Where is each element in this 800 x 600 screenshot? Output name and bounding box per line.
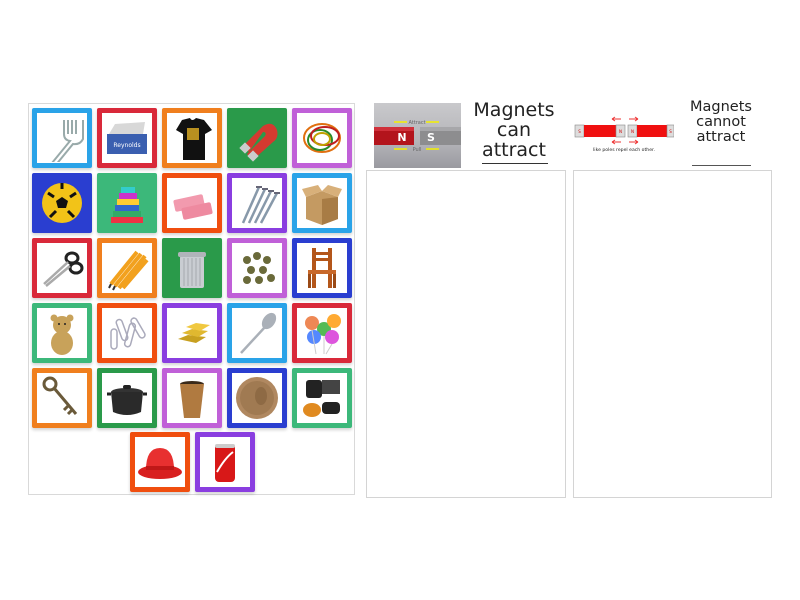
- group-title-line: can attract: [482, 118, 546, 161]
- draggable-tile-paper-cup[interactable]: [162, 368, 222, 428]
- scissors-icon: [38, 244, 86, 292]
- draggable-tile-copper-coin[interactable]: [227, 368, 287, 428]
- svg-text:S: S: [669, 129, 672, 134]
- draggable-tile-red-hat[interactable]: [130, 432, 190, 492]
- chair-icon: [298, 244, 346, 292]
- teddy-bear-icon: [38, 309, 86, 357]
- draggable-tile-sandwich-maker[interactable]: [292, 368, 352, 428]
- group-title-line: Magnets: [690, 99, 752, 115]
- item-pool: Reynolds: [28, 103, 355, 495]
- pencils-icon: [103, 244, 151, 292]
- soda-can-icon: [201, 438, 249, 486]
- draggable-tile-fork[interactable]: [32, 108, 92, 168]
- draggable-tile-eraser[interactable]: [162, 173, 222, 233]
- attract-magnet-image: N S Attract Pull: [374, 103, 461, 168]
- eraser-icon: [168, 179, 216, 227]
- paper-clips-icon: [103, 309, 151, 357]
- horseshoe-magnet-icon: [233, 114, 281, 162]
- svg-text:S: S: [427, 131, 435, 144]
- draggable-tile-t-shirt[interactable]: [162, 108, 222, 168]
- group-title-line: Magnets: [473, 99, 555, 121]
- draggable-tile-wooden-chair[interactable]: [292, 238, 352, 298]
- tshirt-icon: [168, 114, 216, 162]
- draggable-tile-thumbtacks[interactable]: [227, 238, 287, 298]
- foil-box-icon: Reynolds: [103, 114, 151, 162]
- svg-text:S: S: [578, 129, 581, 134]
- bar-magnets-repel-icon: S N N S like poles repel each other.: [574, 116, 674, 153]
- draggable-tile-spoon[interactable]: [227, 303, 287, 363]
- svg-text:N: N: [397, 131, 406, 144]
- draggable-tile-cardboard-box[interactable]: [292, 173, 352, 233]
- group-title-line: attract: [696, 129, 746, 146]
- draggable-tile-nails[interactable]: [227, 173, 287, 233]
- thumbtacks-icon: [233, 244, 281, 292]
- draggable-tile-books[interactable]: [97, 173, 157, 233]
- dropzone-can-attract[interactable]: [366, 170, 566, 498]
- draggable-tile-cast-iron-pot[interactable]: [97, 368, 157, 428]
- draggable-tile-soccer-ball[interactable]: [32, 173, 92, 233]
- dropzone-cannot-attract[interactable]: [573, 170, 772, 498]
- svg-text:Pull: Pull: [413, 147, 422, 153]
- draggable-tile-key[interactable]: [32, 368, 92, 428]
- group-title-cannot-attract: Magnets cannot attract: [678, 99, 764, 146]
- repel-magnet-image: S N N S like poles repel each other.: [574, 112, 674, 157]
- trash-can-icon: [168, 244, 216, 292]
- draggable-tile-scissors[interactable]: [32, 238, 92, 298]
- group-title-can-attract: Magnets can attract: [462, 99, 566, 161]
- soccer-ball-icon: [38, 179, 86, 227]
- draggable-tile-paper-clips[interactable]: [97, 303, 157, 363]
- svg-text:Attract: Attract: [408, 120, 425, 126]
- draggable-tile-trash-can[interactable]: [162, 238, 222, 298]
- draggable-tile-rubber-bands[interactable]: [292, 108, 352, 168]
- svg-text:Reynolds: Reynolds: [113, 142, 140, 149]
- draggable-tile-teddy-bear[interactable]: [32, 303, 92, 363]
- books-icon: [103, 179, 151, 227]
- group-blank-line: [482, 163, 548, 164]
- draggable-tile-pencils[interactable]: [97, 238, 157, 298]
- group-title-line: cannot: [696, 114, 746, 131]
- coin-icon: [233, 374, 281, 422]
- nails-icon: [233, 179, 281, 227]
- bowler-hat-icon: [136, 438, 184, 486]
- svg-text:N: N: [619, 129, 622, 134]
- rubber-bands-icon: [298, 114, 346, 162]
- pot-icon: [103, 374, 151, 422]
- draggable-tile-magnet[interactable]: [227, 108, 287, 168]
- box-icon: [298, 179, 346, 227]
- lollipops-icon: [298, 309, 346, 357]
- spoon-icon: [233, 309, 281, 357]
- draggable-tile-gold-bars[interactable]: [162, 303, 222, 363]
- svg-text:like poles repel each other.: like poles repel each other.: [593, 147, 655, 153]
- key-icon: [38, 374, 86, 422]
- draggable-tile-lollipops[interactable]: [292, 303, 352, 363]
- svg-text:N: N: [631, 129, 634, 134]
- sandwich-maker-icon: [298, 374, 346, 422]
- draggable-tile-soda-can[interactable]: [195, 432, 255, 492]
- draggable-tile-aluminum-foil[interactable]: Reynolds: [97, 108, 157, 168]
- paper-cup-icon: [168, 374, 216, 422]
- bar-magnets-attract-icon: N S Attract Pull: [374, 120, 461, 153]
- group-blank-line: [692, 165, 751, 166]
- fork-icon: [38, 114, 86, 162]
- gold-bars-icon: [168, 309, 216, 357]
